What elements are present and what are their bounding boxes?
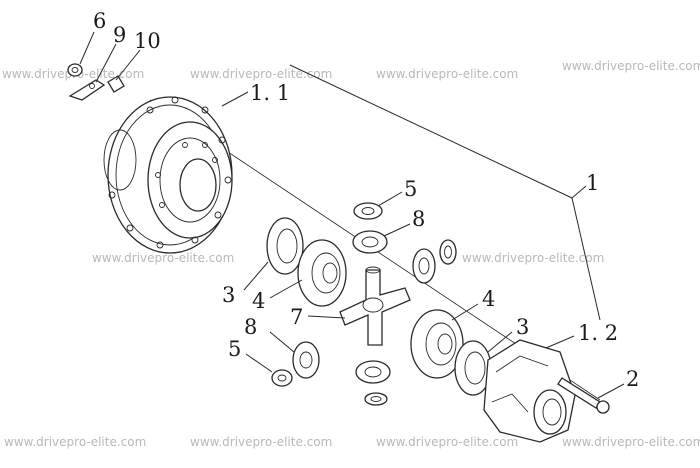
watermark-8: www.drivepro-elite.com bbox=[190, 435, 332, 449]
label-9: 9 bbox=[113, 23, 126, 47]
side-gear-part-4-left bbox=[297, 239, 347, 307]
washer-part-5-bottom bbox=[271, 369, 293, 387]
label-6: 6 bbox=[93, 9, 106, 33]
side-gear-part-4-right bbox=[410, 309, 464, 379]
washer-right bbox=[439, 239, 457, 265]
label-3-right: 3 bbox=[516, 315, 529, 339]
watermark-6: www.drivepro-elite.com bbox=[462, 251, 604, 265]
watermark-5: www.drivepro-elite.com bbox=[92, 251, 234, 265]
pinion-gear-part-8-top bbox=[352, 230, 388, 254]
washer-part-10 bbox=[107, 75, 125, 93]
watermarks: www.drivepro-elite.com www.drivepro-elit… bbox=[2, 59, 700, 449]
thrust-washer-part-3-left bbox=[266, 217, 304, 275]
watermark-3: www.drivepro-elite.com bbox=[376, 67, 518, 81]
label-4-left: 4 bbox=[252, 289, 265, 313]
leader-lines bbox=[79, 31, 625, 399]
label-5-top: 5 bbox=[404, 177, 417, 201]
label-2: 2 bbox=[626, 367, 639, 391]
label-7: 7 bbox=[290, 305, 303, 329]
case-half-part-1-1 bbox=[103, 96, 233, 254]
washer-bottom bbox=[364, 392, 388, 406]
watermark-7: www.drivepro-elite.com bbox=[4, 435, 146, 449]
pinion-gear-part-8-bottom bbox=[292, 341, 320, 379]
lock-plate-part-9 bbox=[68, 79, 106, 101]
label-8-top: 8 bbox=[412, 207, 425, 231]
callout-labels: 6 9 10 1. 1 1 5 8 3 4 7 8 5 4 3 1. 2 2 bbox=[93, 9, 639, 391]
washer-part-5-top bbox=[353, 202, 383, 220]
pinion-gear-bottom bbox=[355, 360, 391, 384]
label-10: 10 bbox=[134, 29, 161, 53]
nut-part-6 bbox=[67, 63, 83, 77]
label-4-right: 4 bbox=[482, 287, 495, 311]
watermark-9: www.drivepro-elite.com bbox=[376, 435, 518, 449]
bolt-part-2 bbox=[557, 377, 610, 414]
label-3-left: 3 bbox=[222, 283, 235, 307]
label-8-bottom: 8 bbox=[244, 315, 257, 339]
watermark-10: www.drivepro-elite.com bbox=[562, 435, 700, 449]
watermark-4: www.drivepro-elite.com bbox=[562, 59, 700, 73]
case-half-part-1-2 bbox=[483, 339, 576, 443]
label-1-2: 1. 2 bbox=[578, 321, 618, 345]
label-5-bottom: 5 bbox=[228, 337, 241, 361]
label-1-1: 1. 1 bbox=[250, 81, 290, 105]
pinion-gear-right bbox=[412, 248, 436, 284]
cross-shaft-part-7 bbox=[339, 266, 411, 346]
label-1: 1 bbox=[586, 171, 599, 195]
watermark-2: www.drivepro-elite.com bbox=[190, 67, 332, 81]
